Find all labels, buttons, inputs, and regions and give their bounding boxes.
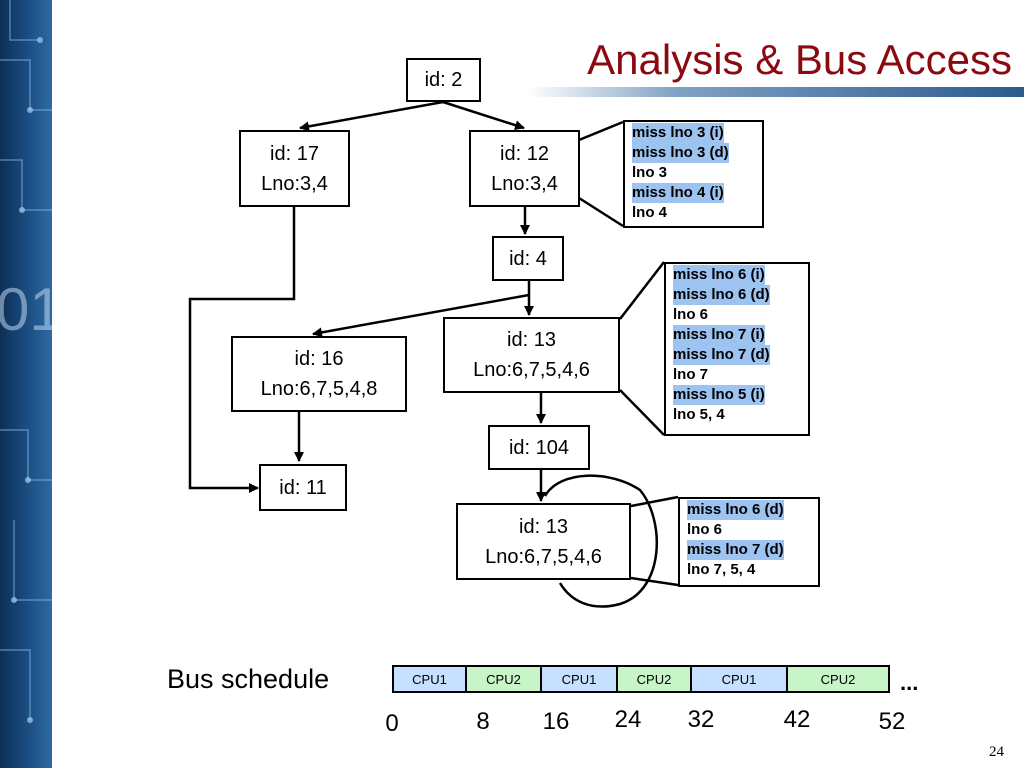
node-id-16: id: 16 Lno:6,7,5,4,8 <box>231 336 407 412</box>
code-line: lno 6 <box>687 521 723 538</box>
node-lines: Lno:6,7,5,4,6 <box>485 545 602 568</box>
code-line: lno 3 <box>632 164 668 181</box>
bus-tick: 0 <box>385 710 399 737</box>
code-line: miss lno 6 (d) <box>673 285 770 305</box>
bus-schedule-bar: CPU1 CPU2 CPU1 CPU2 CPU1 CPU2 <box>392 665 890 693</box>
edge-17-11 <box>188 207 296 493</box>
page-number: 24 <box>989 744 1004 760</box>
code-line: miss lno 4 (i) <box>632 183 724 203</box>
node-label: id: 13 <box>519 515 568 538</box>
code-line: lno 5, 4 <box>673 406 725 423</box>
node-label: id: 16 <box>294 348 344 370</box>
node-id-4: id: 4 <box>492 236 564 281</box>
code-block-b1: miss lno 3 (i) miss lno 3 (d) lno 3 miss… <box>623 120 764 228</box>
loop-arc <box>543 474 658 608</box>
code-line: lno 7, 5, 4 <box>687 561 756 578</box>
bus-tick: 8 <box>476 708 490 735</box>
node-id-104: id: 104 <box>488 425 590 470</box>
bus-tick: 24 <box>614 706 642 733</box>
callout-b1-bottom <box>578 196 624 228</box>
bus-segment: CPU1 <box>394 667 467 691</box>
code-line: lno 4 <box>632 204 668 221</box>
node-id-17: id: 17 Lno:3,4 <box>239 130 350 207</box>
node-label: id: 4 <box>509 247 547 270</box>
code-line: miss lno 3 (i) <box>632 123 724 143</box>
slide-title: Analysis & Bus Access <box>587 36 1012 83</box>
node-label: id: 12 <box>500 142 549 165</box>
node-id-2: id: 2 <box>406 58 481 102</box>
title-underline <box>528 87 1024 97</box>
bus-segment: CPU1 <box>692 667 788 691</box>
bus-tick: 16 <box>542 708 570 735</box>
node-lines: Lno:6,7,5,4,6 <box>473 359 590 381</box>
code-line: miss lno 7 (i) <box>673 325 765 345</box>
callout-b2-top <box>619 261 665 320</box>
bus-tick: 32 <box>687 706 715 733</box>
edge-2-17 <box>299 100 444 132</box>
bus-ellipsis: ... <box>900 670 919 695</box>
node-lines: Lno:3,4 <box>261 172 328 195</box>
circuit-pattern: 01 <box>0 0 52 723</box>
bus-tick: 52 <box>878 708 906 735</box>
code-line: lno 6 <box>673 306 709 323</box>
node-label: id: 104 <box>508 436 570 459</box>
code-line: lno 7 <box>673 366 709 383</box>
code-block-b3: miss lno 6 (d) lno 6 miss lno 7 (d) lno … <box>678 497 820 587</box>
bus-segment: CPU1 <box>542 667 618 691</box>
node-id-12: id: 12 Lno:3,4 <box>469 130 580 207</box>
code-line: miss lno 7 (d) <box>673 345 770 365</box>
node-lines: Lno:3,4 <box>491 172 558 195</box>
edge-4-16 <box>312 293 530 338</box>
code-line: miss lno 3 (d) <box>632 143 729 163</box>
svg-text:01: 01 <box>0 276 52 343</box>
node-label: id: 2 <box>424 69 463 91</box>
code-line: miss lno 5 (i) <box>673 385 765 405</box>
code-line: miss lno 7 (d) <box>687 540 784 560</box>
bus-segment: CPU2 <box>788 667 888 691</box>
node-id-11: id: 11 <box>259 464 347 511</box>
edge-2-12 <box>442 100 525 131</box>
callout-b3-bottom <box>630 576 679 587</box>
code-line: miss lno 6 (i) <box>673 265 765 285</box>
node-id-13-second: id: 13 Lno:6,7,5,4,6 <box>456 503 631 580</box>
callout-b2-bottom <box>619 389 665 436</box>
code-line: miss lno 6 (d) <box>687 500 784 520</box>
node-lines: Lno:6,7,5,4,8 <box>260 378 378 400</box>
callout-b1-top <box>578 120 624 142</box>
bus-schedule-label: Bus schedule <box>167 664 330 694</box>
node-label: id: 11 <box>279 476 327 499</box>
code-block-b2: miss lno 6 (i) miss lno 6 (d) lno 6 miss… <box>664 262 810 436</box>
node-id-13-first: id: 13 Lno:6,7,5,4,6 <box>443 317 620 393</box>
node-label: id: 13 <box>507 329 556 351</box>
bus-tick: 42 <box>783 706 811 733</box>
callout-b3-top <box>630 495 679 508</box>
decorative-sidebar: 01 <box>0 0 52 768</box>
bus-segment: CPU2 <box>618 667 692 691</box>
node-label: id: 17 <box>270 142 319 165</box>
bus-segment: CPU2 <box>467 667 542 691</box>
